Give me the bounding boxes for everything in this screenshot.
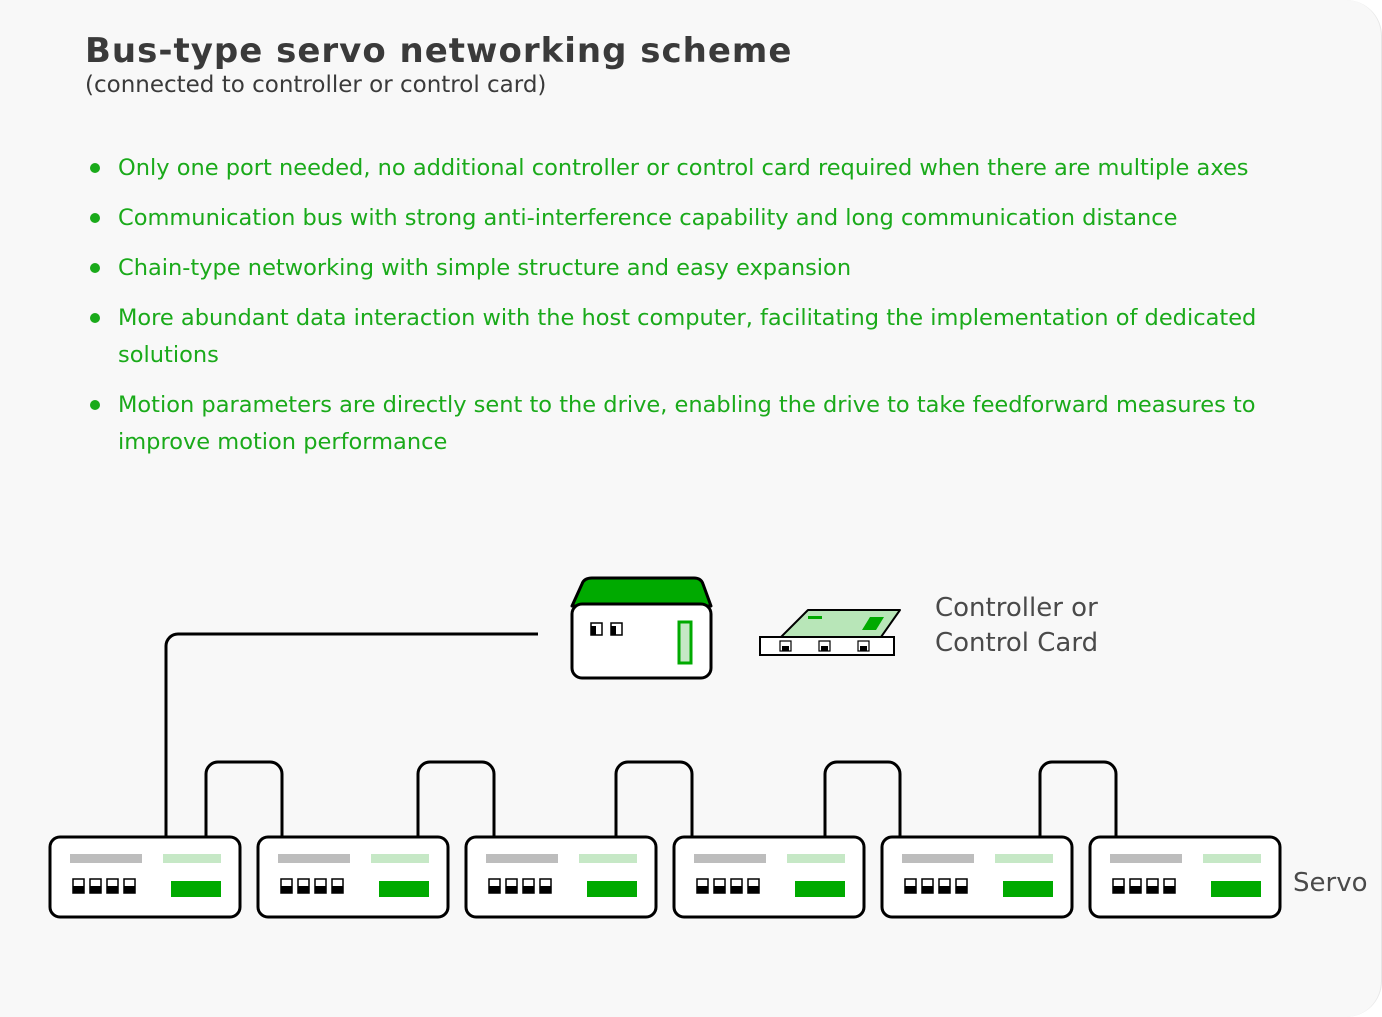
- control-card-icon: [759, 609, 901, 656]
- feature-item: More abundant data interaction with the …: [88, 300, 1333, 374]
- servo-drive-icon: [880, 835, 1074, 919]
- bullet-dot-icon: [90, 400, 100, 410]
- controller-bus-cable: [164, 632, 538, 838]
- chain-link-1: [204, 760, 284, 838]
- feature-item: Only one port needed, no additional cont…: [88, 150, 1333, 187]
- chain-links: [204, 760, 1118, 838]
- servo-drive-icon: [1088, 835, 1282, 919]
- bullet-dot-icon: [90, 213, 100, 223]
- servo-row: [48, 835, 1282, 919]
- feature-item: Chain-type networking with simple struct…: [88, 250, 1333, 287]
- chain-link-2: [416, 760, 496, 838]
- controller-icon: [570, 576, 713, 680]
- servo-drive-icon: [48, 835, 242, 919]
- feature-item: Communication bus with strong anti-inter…: [88, 200, 1333, 237]
- chain-link-4: [823, 760, 902, 838]
- feature-list: Only one port needed, no additional cont…: [88, 150, 1333, 474]
- servo-drive-icon: [256, 835, 450, 919]
- page-title: Bus-type servo networking scheme: [85, 31, 793, 71]
- chain-link-3: [614, 760, 694, 838]
- controller-label: Controller or Control Card: [935, 593, 1099, 658]
- servo-label: Servo: [1293, 868, 1368, 898]
- feature-item: Motion parameters are directly sent to t…: [88, 387, 1333, 461]
- chain-link-5: [1038, 760, 1118, 838]
- bullet-dot-icon: [90, 313, 100, 323]
- servo-drive-icon: [672, 835, 866, 919]
- bullet-dot-icon: [90, 263, 100, 273]
- servo-drive-icon: [464, 835, 658, 919]
- page-subtitle: (connected to controller or control card…: [85, 72, 547, 98]
- bullet-dot-icon: [90, 163, 100, 173]
